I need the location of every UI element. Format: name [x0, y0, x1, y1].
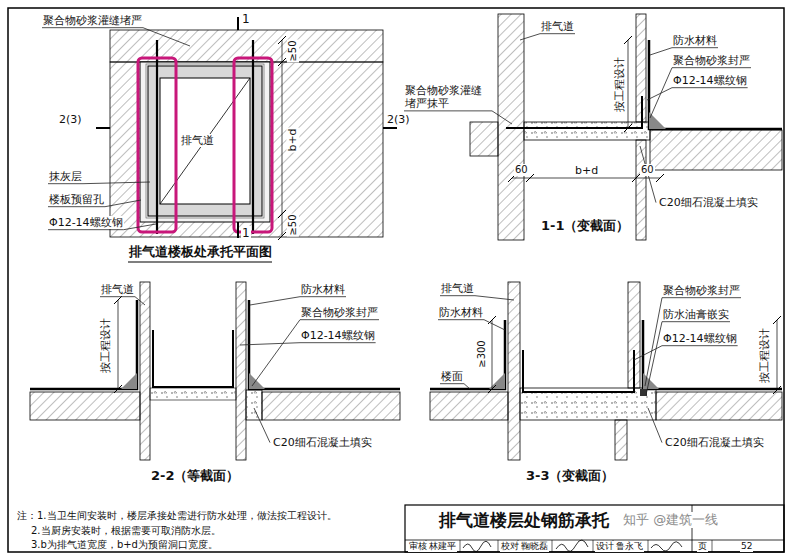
part-label: C20细石混凝土填实	[272, 436, 373, 449]
part-label: Φ12-14螺纹钢	[300, 329, 376, 342]
leader-line	[650, 68, 751, 118]
part-label: 排气道	[540, 20, 575, 33]
part-label: 楼板预留孔	[48, 193, 105, 206]
note-text: 2.当厨房安装时，根据需要可取消防水层。	[30, 525, 222, 537]
drawing-title: 排气道楼层处钢筋承托	[438, 510, 610, 530]
part-label: 楼面	[440, 370, 464, 383]
part-label: Φ12-14螺纹钢	[672, 74, 748, 87]
leader-line	[254, 408, 270, 443]
part-label: Φ12-14螺纹钢	[48, 216, 124, 229]
view-title: 1-1（变截面）	[540, 218, 631, 234]
title-block-cell: 鲁永飞	[615, 541, 644, 552]
part-label: C20细石混凝土填实	[658, 196, 759, 209]
leader-line	[647, 88, 748, 100]
dimension: 按工程设计	[758, 327, 771, 384]
leader-line	[240, 343, 376, 345]
leader-line	[440, 384, 470, 389]
title-block-cell: 鞠晓磊	[520, 541, 549, 552]
part-label: 防水材料	[438, 306, 484, 319]
leader-line	[440, 296, 514, 300]
part-label: 排气道	[100, 283, 135, 296]
view-title: 排气道楼板处承托平面图	[128, 244, 273, 260]
title-block-cell: 校对	[500, 541, 520, 552]
title-block-cell: 审核	[408, 541, 428, 552]
leader-line	[634, 346, 738, 360]
part-label: Φ12-14螺纹钢	[662, 332, 738, 345]
leader-line	[640, 146, 656, 203]
part-label: 排气道	[440, 282, 475, 295]
section-mark: 1	[241, 226, 251, 240]
part-label: 防水材料	[300, 283, 346, 296]
title-block-cell: 林建平	[428, 541, 457, 552]
dimension: ≥50	[287, 213, 299, 236]
part-label: 聚合物砂浆灌缝堵严	[42, 14, 143, 27]
leader-line	[100, 297, 145, 305]
leader-line	[520, 34, 575, 40]
title-block-cell: 页	[697, 541, 708, 552]
leader-line	[645, 298, 741, 386]
title-block-cell: 设计	[595, 541, 615, 552]
part-label: 防水油膏嵌实	[662, 308, 730, 321]
leader-line	[404, 111, 512, 124]
part-label: 排气道	[180, 134, 215, 147]
dimension: ≥50	[287, 39, 299, 62]
watermark: 知乎 @建筑一线	[622, 512, 719, 528]
dimension: 60	[640, 164, 655, 176]
part-label: 聚合物砂浆封严	[300, 306, 379, 319]
leader-line	[648, 408, 662, 443]
view-title: 2-2（等截面）	[150, 468, 241, 484]
note-text: 3.b为排气道宽度，b+d为预留洞口宽度。	[30, 539, 219, 551]
view-title: 3-3（变截面）	[525, 468, 616, 484]
part-label: 聚合物砂浆封严	[672, 54, 751, 67]
dimension: b+d	[286, 127, 299, 152]
dimension: 按工程设计	[613, 56, 626, 113]
part-label: 防水材料	[672, 34, 718, 47]
dimension: 60	[514, 164, 529, 176]
dimension: b+d	[574, 164, 599, 177]
dimension: 按工程设计	[99, 317, 112, 374]
part-label: 抹灰层	[48, 170, 83, 183]
leader-line	[438, 320, 505, 330]
section-mark: 2(3)	[58, 113, 83, 126]
dimension: ≥300	[476, 339, 488, 368]
leader-line	[252, 320, 379, 386]
title-block-cell: 52	[740, 541, 753, 552]
part-label: C20细石混凝土填实	[664, 436, 765, 449]
leader-line	[42, 28, 190, 46]
section-mark: 2(3)	[386, 113, 411, 126]
part-label: 聚合物砂浆封严	[662, 284, 741, 297]
leader-line	[250, 297, 346, 305]
part-label: 聚合物砂浆灌缝 堵严抹平	[404, 84, 492, 110]
section-mark: 1	[241, 12, 251, 26]
note-text: 注：1.当卫生间安装时，楼层承接处需进行防水处理，做法按工程设计。	[16, 510, 338, 522]
